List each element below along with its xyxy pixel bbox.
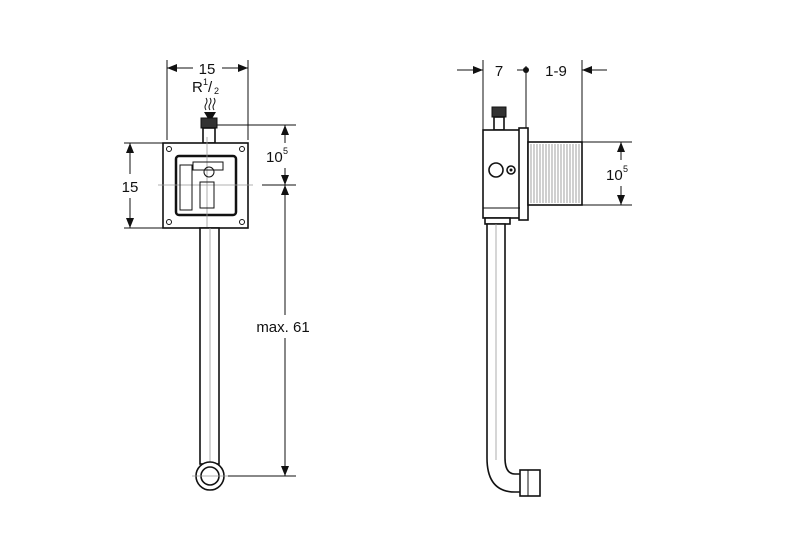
flush-box-front — [158, 137, 253, 235]
svg-text:2: 2 — [214, 86, 219, 96]
width-dim-label: 15 — [199, 61, 216, 78]
width-dimension: 15 — [167, 61, 248, 78]
front-view: 15 R 1 / 2 — [122, 60, 310, 491]
pipe-length-label: max. 61 — [256, 319, 309, 336]
svg-text:R: R — [192, 79, 203, 96]
svg-text:1: 1 — [203, 77, 208, 87]
svg-text:10: 10 — [266, 149, 283, 166]
drain-pipe-side — [484, 217, 541, 497]
drain-pipe-front — [192, 227, 228, 491]
sleeve-offset-dimension: 10 5 — [606, 142, 628, 205]
height-dim-label: 15 — [122, 179, 139, 196]
inlet-offset-dimension: 10 5 — [266, 125, 289, 185]
thread-label: R 1 / 2 — [192, 77, 219, 96]
svg-text:/: / — [208, 79, 213, 96]
svg-text:5: 5 — [623, 164, 628, 174]
adjust-range-label: 1-9 — [545, 63, 567, 80]
pipe-length-dimension: max. 61 — [256, 185, 310, 476]
ribbed-sleeve — [527, 141, 583, 206]
svg-text:10: 10 — [606, 167, 623, 184]
svg-text:5: 5 — [283, 146, 288, 156]
water-inlet-icon — [204, 97, 216, 122]
depth-dimension: 7 1-9 — [457, 63, 607, 80]
height-dimension: 15 — [122, 143, 139, 228]
flush-box-side — [482, 127, 529, 221]
side-view: 7 1-9 1 — [457, 60, 632, 497]
depth-dim-label: 7 — [495, 63, 503, 80]
